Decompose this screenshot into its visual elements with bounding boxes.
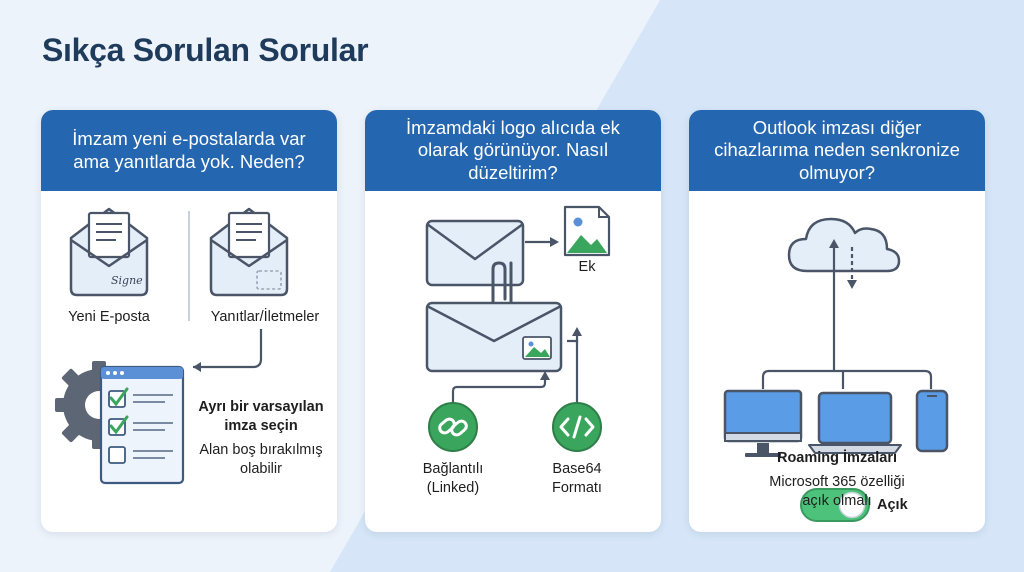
settings-window-icon — [99, 365, 185, 485]
linked-option-line-1: Bağlantılı — [422, 461, 484, 477]
solution-title-1: Ayrı bir varsayılan — [198, 399, 324, 415]
replies-label: Yanıtlar/İletmeler — [210, 309, 320, 325]
faq-card-roaming-signatures: Outlook imzası diğer cihazlarıma neden s… — [689, 110, 985, 532]
base64-option-line-2: Formatı — [552, 480, 602, 496]
new-email-envelope-icon: Signe — [69, 207, 149, 297]
card-question: İmzamdaki logo alıcıda ek olarak görünüy… — [365, 110, 661, 191]
card-illustration: Signe — [41, 191, 337, 532]
envelope-icon — [425, 219, 525, 287]
image-attachment-icon — [563, 205, 611, 257]
envelope-inline-image-icon — [425, 301, 563, 373]
solution-note-1: Alan boş bırakılmış — [199, 442, 323, 458]
attachment-label: Ek — [578, 259, 596, 275]
faq-card-logo-attachment: İmzamdaki logo alıcıda ek olarak görünüy… — [365, 110, 661, 532]
mobile-phone-icon — [915, 389, 949, 453]
card-illustration: Açık — [689, 191, 985, 532]
card-question: İmzam yeni e-postalarda var ama yanıtlar… — [41, 110, 337, 191]
roaming-toggle-switch[interactable] — [800, 488, 870, 522]
laptop-icon — [808, 391, 902, 454]
card-illustration: Ek Bağlantılı (Linked) Base64 Formatı — [365, 191, 661, 532]
linked-option-line-2: (Linked) — [426, 480, 480, 496]
signature-text: Signe — [111, 274, 143, 287]
code-icon — [552, 402, 602, 452]
toggle-state-label: Açık — [877, 497, 908, 513]
feature-name-label: Roaming İmzaları — [776, 450, 898, 466]
cloud-icon — [787, 217, 901, 273]
feature-note-line-1: Microsoft 365 özelliği — [769, 474, 905, 490]
new-email-label: Yeni E-posta — [68, 309, 150, 325]
connector-arrow — [193, 329, 263, 369]
page-title: Sıkça Sorulan Sorular — [42, 32, 369, 68]
card-question: Outlook imzası diğer cihazlarıma neden s… — [689, 110, 985, 191]
reply-email-envelope-icon — [209, 207, 289, 297]
solution-title-2: imza seçin — [224, 418, 298, 434]
solution-note-2: olabilir — [240, 461, 282, 477]
base64-option-line-1: Base64 — [552, 461, 602, 477]
faq-card-signature-replies: İmzam yeni e-postalarda var ama yanıtlar… — [41, 110, 337, 532]
link-icon — [428, 402, 478, 452]
desktop-monitor-icon — [723, 389, 803, 457]
feature-note-line-2: açık olmalı — [802, 493, 872, 509]
